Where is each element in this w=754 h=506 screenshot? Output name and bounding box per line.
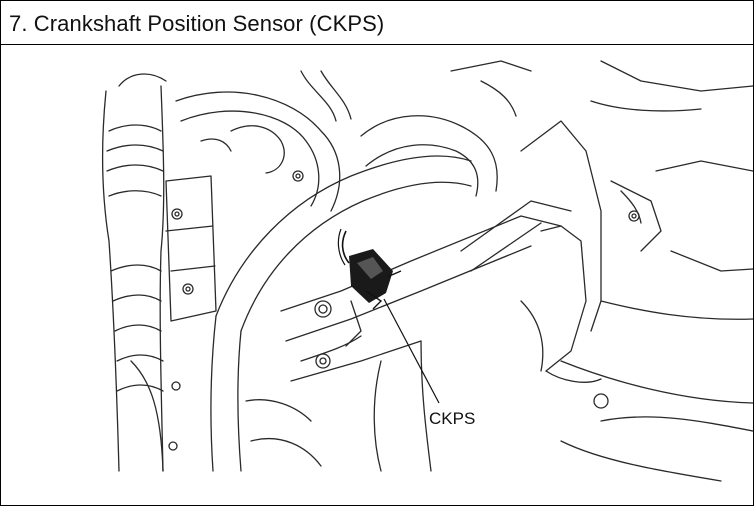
engine-illustration: CKPS [1, 46, 753, 505]
title-bar: 7. Crankshaft Position Sensor (CKPS) [1, 1, 753, 45]
ckps-sensor [337, 228, 402, 310]
page-title: 7. Crankshaft Position Sensor (CKPS) [9, 11, 385, 36]
ckps-callout-label: CKPS [429, 409, 475, 428]
engine-bay-lines [101, 60, 753, 482]
callout-leader-line [383, 298, 440, 404]
line-drawing: CKPS [101, 60, 753, 482]
